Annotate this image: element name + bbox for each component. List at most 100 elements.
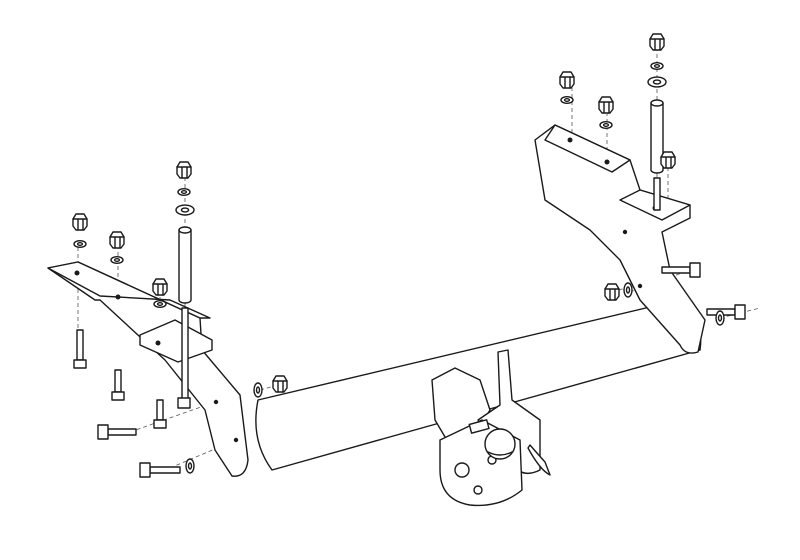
hex-nut-icon xyxy=(598,96,614,114)
washer-outer xyxy=(650,62,664,71)
nut-facets xyxy=(649,38,665,51)
nut-facets xyxy=(109,236,125,249)
washer-outer xyxy=(560,95,574,104)
bolt-shank xyxy=(114,369,122,393)
washer-icon xyxy=(73,239,87,248)
spacer-body xyxy=(650,102,664,174)
washer-icon xyxy=(650,62,664,71)
nut-facets xyxy=(72,218,88,231)
washer-outer xyxy=(175,204,195,216)
washer-outer xyxy=(253,382,263,398)
spacer-body xyxy=(178,229,192,304)
bolt-shank xyxy=(156,399,164,421)
nut-facets xyxy=(272,380,288,393)
hex-nut-icon xyxy=(109,231,125,249)
vertical-bolt-icon xyxy=(111,369,125,401)
bolt-shank xyxy=(661,266,691,274)
nut-facets xyxy=(660,156,676,169)
washer-inner xyxy=(602,122,610,128)
washer-inner xyxy=(717,314,723,322)
horizontal-bolt-icon xyxy=(97,424,137,440)
spacer-tube-icon xyxy=(178,226,192,304)
hex-nut-icon xyxy=(272,375,288,393)
hex-nut-icon xyxy=(72,213,88,231)
bolt-head xyxy=(139,462,151,478)
bolt-head xyxy=(73,359,87,369)
washer-outer xyxy=(599,120,613,129)
washer-inner xyxy=(180,189,188,195)
washer-outer xyxy=(185,458,195,474)
hex-nut-icon xyxy=(152,278,168,296)
nut-body xyxy=(649,33,665,51)
hex-nut-icon xyxy=(559,71,575,89)
nut-facets xyxy=(559,76,575,89)
guide-line xyxy=(129,401,216,433)
nut-body xyxy=(109,231,125,249)
hex-nut-icon xyxy=(604,283,620,301)
nut-body xyxy=(176,161,192,179)
nut-body xyxy=(604,283,620,301)
washer-inner xyxy=(180,207,190,213)
washer-inner xyxy=(563,97,571,103)
washer-outer xyxy=(715,310,725,326)
horizontal-bolt-icon xyxy=(661,262,701,278)
washer-inner xyxy=(653,63,661,69)
washer-outer xyxy=(153,300,167,309)
nut-body xyxy=(272,375,288,393)
bolt-head xyxy=(153,419,167,429)
washer-icon xyxy=(599,120,613,129)
spacer-top xyxy=(650,99,664,107)
vertical-bolt-icon xyxy=(73,329,87,369)
washer-icon xyxy=(153,300,167,309)
washer-outer xyxy=(647,76,667,88)
spacer-tube-icon xyxy=(650,99,664,174)
bolt-shank xyxy=(76,329,84,361)
washer-icon xyxy=(715,310,725,326)
nut-body xyxy=(598,96,614,114)
bolt-shank xyxy=(149,466,181,474)
nut-facets xyxy=(604,288,620,301)
stud-nut xyxy=(177,397,191,409)
washer-outer xyxy=(623,282,633,298)
washer-inner xyxy=(156,301,164,307)
washer-inner xyxy=(625,286,631,294)
washer-icon xyxy=(185,458,195,474)
spacer-top xyxy=(178,226,192,234)
bolt-head xyxy=(97,424,109,440)
bolt-shank xyxy=(107,428,137,436)
stud-rod xyxy=(653,177,661,211)
bolt-head xyxy=(689,262,701,278)
nut-body xyxy=(660,151,676,169)
nut-body xyxy=(72,213,88,231)
washer-inner xyxy=(255,386,261,394)
washer-inner xyxy=(187,462,193,470)
nut-body xyxy=(152,278,168,296)
nut-body xyxy=(559,71,575,89)
washer-icon xyxy=(647,76,667,88)
bolt-head xyxy=(111,391,125,401)
washer-outer xyxy=(110,256,124,265)
washer-icon xyxy=(175,204,195,216)
fasteners xyxy=(72,33,746,478)
nut-facets xyxy=(176,166,192,179)
hex-nut-icon xyxy=(660,151,676,169)
bolt-head xyxy=(734,304,746,320)
hex-nut-icon xyxy=(176,161,192,179)
horizontal-bolt-icon xyxy=(706,304,746,320)
nut-facets xyxy=(598,101,614,114)
washer-icon xyxy=(110,256,124,265)
stud-rod xyxy=(181,307,189,404)
washer-outer xyxy=(177,187,191,196)
horizontal-bolt-icon xyxy=(139,462,181,478)
washer-inner xyxy=(652,79,662,85)
washer-icon xyxy=(560,95,574,104)
tow-ball-mount xyxy=(431,349,551,507)
washer-icon xyxy=(177,187,191,196)
washer-icon xyxy=(623,282,633,298)
left-mounting-bracket xyxy=(47,261,249,477)
vertical-bolt-icon xyxy=(153,399,167,429)
hex-nut-icon xyxy=(649,33,665,51)
washer-inner xyxy=(113,257,121,263)
washer-outer xyxy=(73,239,87,248)
